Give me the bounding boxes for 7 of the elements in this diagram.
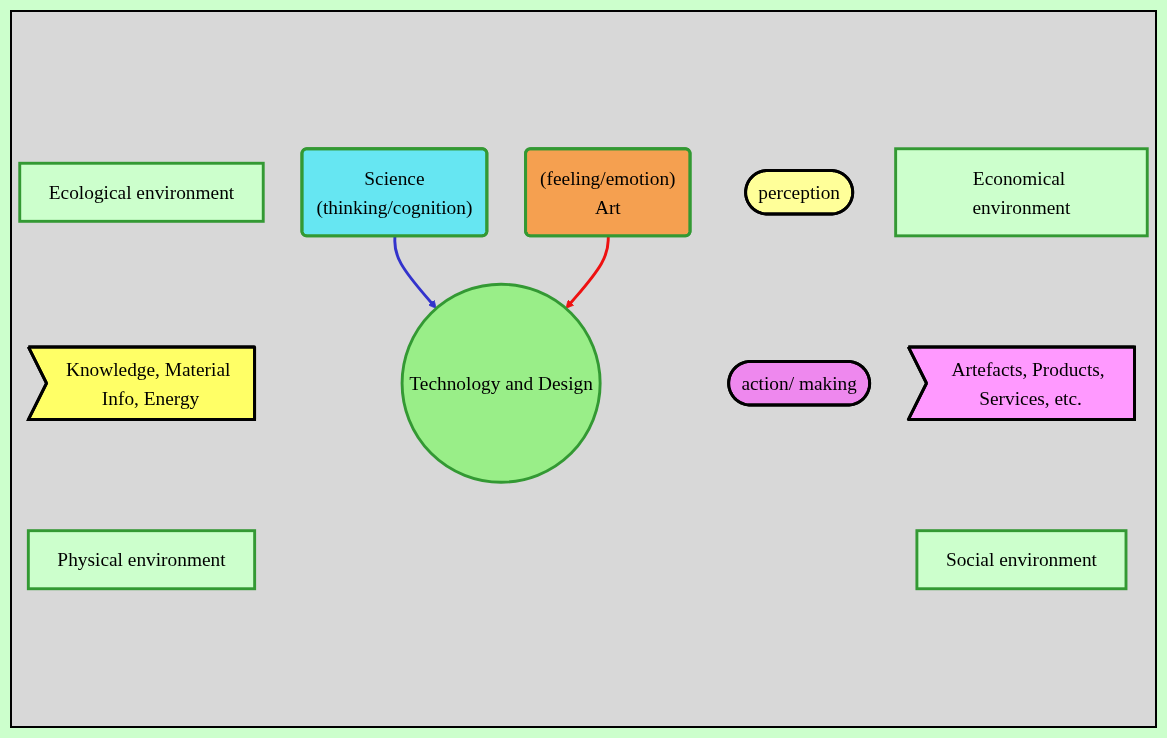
node-box: Economical environment: [894, 147, 1149, 238]
node-box: Ecological environment: [18, 162, 265, 223]
arrow: [393, 236, 437, 310]
node-circle: Technology and Design: [400, 283, 602, 484]
node-box: Social environment: [915, 529, 1128, 591]
node-box: Physical environment: [26, 529, 257, 591]
arrow: [565, 236, 610, 310]
